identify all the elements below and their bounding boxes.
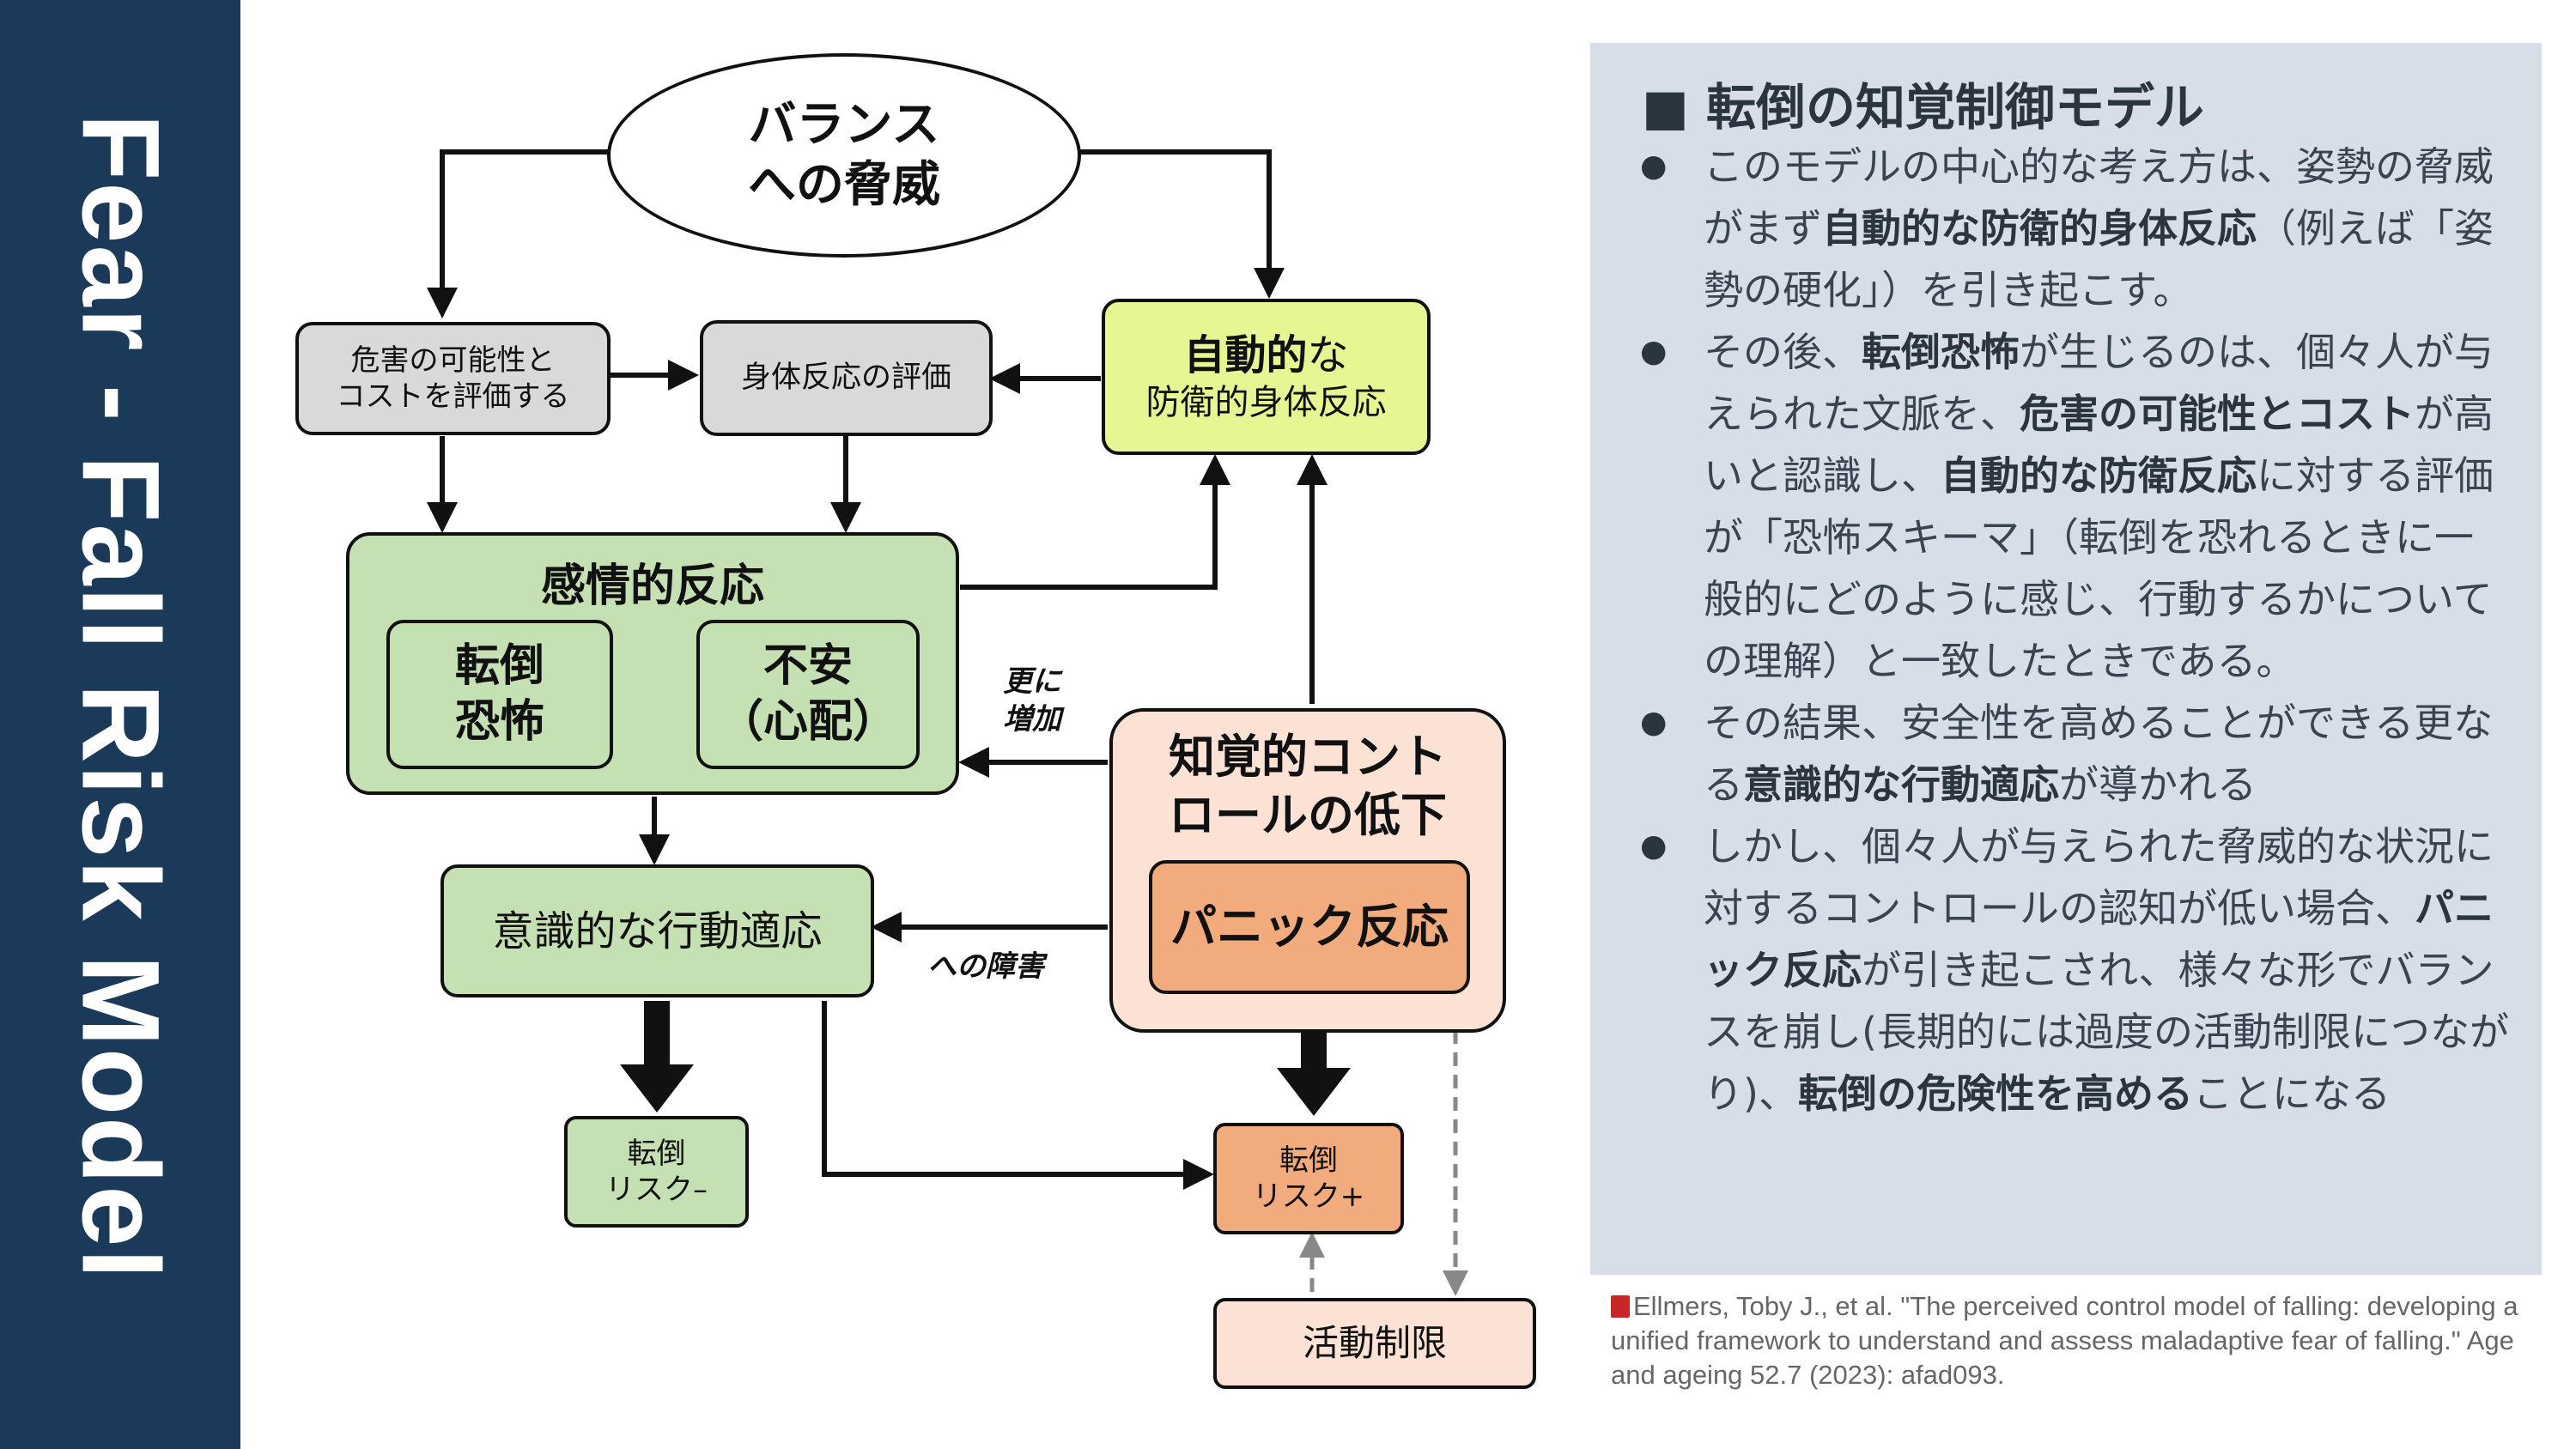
auto-defense-node: 自動的な 防衛的身体反応 [1102,299,1431,455]
balance-threat-node: バランス への脅威 [607,53,1081,258]
bullet-text: その後、 [1704,329,1862,375]
emotional-response-title: 感情的反応 [540,561,764,612]
bullet-text: ことになる [2192,1070,2391,1117]
bullet-list: このモデルの中心的な考え方は、姿勢の脅威がまず自動的な防衛的身体反応（例えば「姿… [1633,136,2509,1125]
bullet-bold-text: 転倒の危険性を高める [1797,1070,2193,1117]
bullet-bold-text: 転倒恐怖 [1862,329,2020,375]
bullet-text: （例えば「姿勢の硬化」）を引き起こす。 [1704,205,2494,313]
activity-restriction-node: 活動制限 [1213,1298,1536,1389]
arrow-emotional-to-auto [960,454,1230,590]
fall-risk-minus-node: 転倒 リスク– [564,1116,749,1228]
activity-restriction-label: 活動制限 [1302,1321,1447,1364]
fall-risk-plus-line1: 転倒 [1279,1143,1338,1178]
thick-arrow-adaptation-to-risk-minus [620,1001,694,1113]
citation-text: Ellmers, Toby J., et al. "The perceived … [1611,1291,2518,1390]
evaluate-response-label: 身体反応の評価 [740,360,951,395]
arrow-adaptation-to-risk-plus [822,1001,1214,1190]
anxiety-line1: 不安 [762,640,853,692]
further-increase-line1: 更に [1003,664,1061,699]
fear-of-falling-node: 転倒 恐怖 [386,620,613,769]
balance-threat-line2: への脅威 [748,157,940,213]
panel-title: ■ 転倒の知覚制御モデル [1642,78,2204,136]
bullet-text: が引き起こされ、様々な形でバランスを崩し(長期的には過度の活動制限につながり)、 [1704,947,2509,1117]
arrow-threat-to-auto [1080,149,1285,299]
bullet-bold-text: 危害の可能性とコスト [2020,391,2415,437]
perceived-control-line2: ロールの低下 [1169,787,1447,842]
bullet-text: が生じるのは、個々人が与えられた文脈を、 [1704,329,2494,437]
bullet-item: このモデルの中心的な考え方は、姿勢の脅威がまず自動的な防衛的身体反応（例えば「姿… [1633,136,2509,321]
bullet-item: その結果、安全性を高めることができる更なる意識的な行動適応が導かれる [1633,692,2509,815]
bullet-bold-text: 自動的な防衛反応 [1941,452,2257,499]
bullet-text: その結果、安全性を高めることができる更なる [1704,700,2494,808]
assess-harm-line1: 危害の可能性と [350,343,556,378]
auto-defense-rest: な [1307,331,1349,379]
bullet-bold-text: 自動的な防衛的身体反応 [1822,205,2257,252]
auto-defense-bold: 自動的 [1183,331,1308,379]
book-icon [1611,1295,1630,1318]
obstacle-label: への障害 [927,949,1044,984]
bullet-bold-text: パニック反応 [1704,885,2494,993]
fall-risk-plus-node: 転倒 リスク+ [1213,1123,1404,1234]
fall-risk-minus-line1: 転倒 [627,1136,686,1171]
panic-response-node: パニック反応 [1149,860,1470,994]
further-increase-line2: 増加 [1003,702,1061,737]
bullet-text: に対する評価が「恐怖スキーマ」（転倒を恐れるときに一般的にどのように感じ、行動す… [1704,452,2494,684]
fear-of-falling-line2: 恐怖 [454,696,544,748]
bullet-bold-text: 意識的な行動適応 [1743,761,2059,808]
panic-response-label: パニック反応 [1170,900,1449,955]
auto-defense-line1: 自動的な [1183,330,1348,381]
anxiety-node: 不安 （心配） [696,620,920,769]
anxiety-line2: （心配） [718,696,897,748]
evaluate-response-node: 身体反応の評価 [700,320,993,436]
arrow-threat-to-assess [427,149,608,318]
explanation-panel: ■ 転倒の知覚制御モデル このモデルの中心的な考え方は、姿勢の脅威がまず自動的な… [1590,43,2542,1275]
auto-defense-line2: 防衛的身体反応 [1145,383,1387,422]
fall-risk-minus-line2: リスク– [605,1173,708,1207]
fear-of-falling-line1: 転倒 [454,640,544,692]
conscious-adaptation-node: 意識的な行動適応 [440,864,874,997]
assess-harm-node: 危害の可能性と コストを評価する [295,322,611,435]
conscious-adaptation-label: 意識的な行動適応 [492,906,823,955]
thick-arrow-control-to-risk-plus [1277,1030,1351,1116]
bullet-item: その後、転倒恐怖が生じるのは、個々人が与えられた文脈を、危害の可能性とコストが高… [1633,321,2509,692]
bullet-text: が導かれる [2059,761,2257,808]
perceived-control-line1: 知覚的コント [1169,730,1447,784]
assess-harm-line2: コストを評価する [336,379,570,414]
bullet-text: このモデルの中心的な考え方は、姿勢の脅威がまず [1704,143,2494,252]
citation: Ellmers, Toby J., et al. "The perceived … [1611,1289,2521,1392]
balance-threat-line1: バランス [748,97,940,153]
bullet-text: しかし、個々人が与えられた脅威的な状況に対するコントロールの認知が低い場合、 [1704,823,2494,931]
bullet-text: が高いと認識し、 [1704,391,2494,499]
further-increase-label: 更に 増加 [1003,663,1061,738]
fall-risk-plus-line2: リスク+ [1252,1179,1365,1214]
perceived-control-title: 知覚的コント ロールの低下 [1109,728,1506,844]
bullet-item: しかし、個々人が与えられた脅威的な状況に対するコントロールの認知が低い場合、パニ… [1633,815,2509,1125]
sidebar: Fear - Fall Risk Model [0,0,240,1449]
